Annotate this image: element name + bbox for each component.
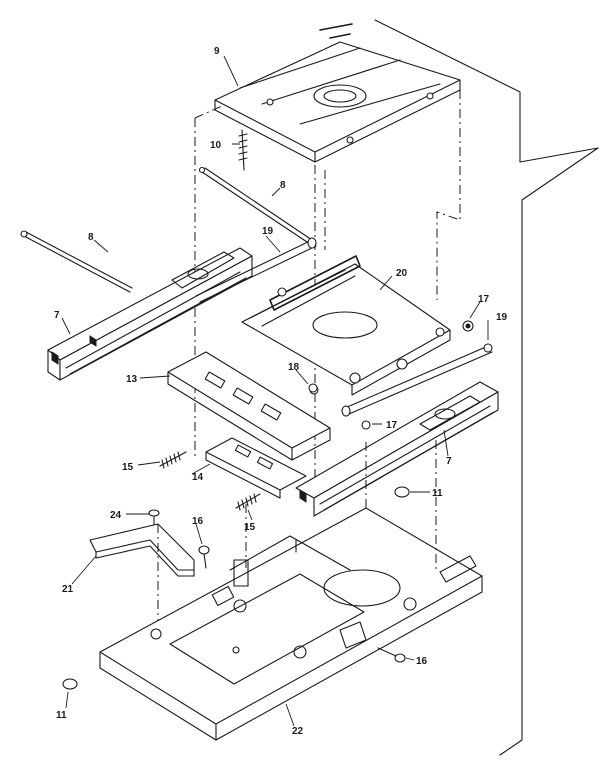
callout-9: 9 (214, 46, 220, 57)
callout-15-left: 15 (122, 462, 134, 473)
part-16-screw-upper (198, 545, 210, 569)
part-17-washer-upper-hole (465, 323, 471, 329)
break-line-frame (374, 19, 599, 756)
part-15-spring-lower (235, 493, 261, 511)
part-8-rod-left (20, 230, 133, 293)
part-13-bracket (167, 351, 331, 461)
callout-10: 10 (210, 140, 222, 151)
callout-14: 14 (192, 472, 204, 483)
callout-20: 20 (396, 268, 408, 279)
callout-8-upper: 8 (280, 180, 286, 191)
callout-21: 21 (62, 584, 74, 595)
callout-16-upper: 16 (192, 516, 204, 527)
callout-17-lower: 17 (386, 420, 398, 431)
part-19-link-upper (195, 237, 317, 303)
callout-7-left: 7 (54, 310, 60, 321)
callout-16-lower: 16 (416, 656, 428, 667)
callout-13: 13 (126, 374, 138, 385)
part-8-rod-upper (198, 166, 313, 245)
part-15-spring-left (159, 451, 187, 469)
leader-lines (61, 55, 489, 727)
part-7-left-rail (47, 247, 253, 381)
part-20-frame (241, 255, 451, 396)
part-10-spring (238, 129, 248, 171)
callout-15-lower: 15 (244, 522, 256, 533)
callout-19-upper: 19 (262, 226, 274, 237)
part-18-stud (308, 383, 318, 393)
callout-18: 18 (288, 362, 300, 373)
part-16-screw-lower (377, 647, 406, 663)
part-17-washer-lower (361, 420, 371, 430)
part-7-right-rail (295, 381, 499, 517)
callout-22: 22 (292, 726, 304, 737)
part-22-base (99, 440, 483, 741)
part-14-plate (205, 437, 307, 499)
part-11-bumper-upper (394, 486, 410, 498)
part-19-link-lower (341, 343, 493, 417)
callout-8-left: 8 (88, 232, 94, 243)
callout-19-lower: 19 (496, 312, 508, 323)
part-9-top-plate (214, 23, 461, 163)
callout-24: 24 (110, 510, 122, 521)
callout-7-right: 7 (446, 456, 452, 467)
part-11-bumper-lower (62, 678, 78, 690)
callout-11-upper: 11 (432, 488, 443, 499)
callout-17-upper: 17 (478, 294, 490, 305)
callout-11-lower: 11 (56, 710, 67, 721)
